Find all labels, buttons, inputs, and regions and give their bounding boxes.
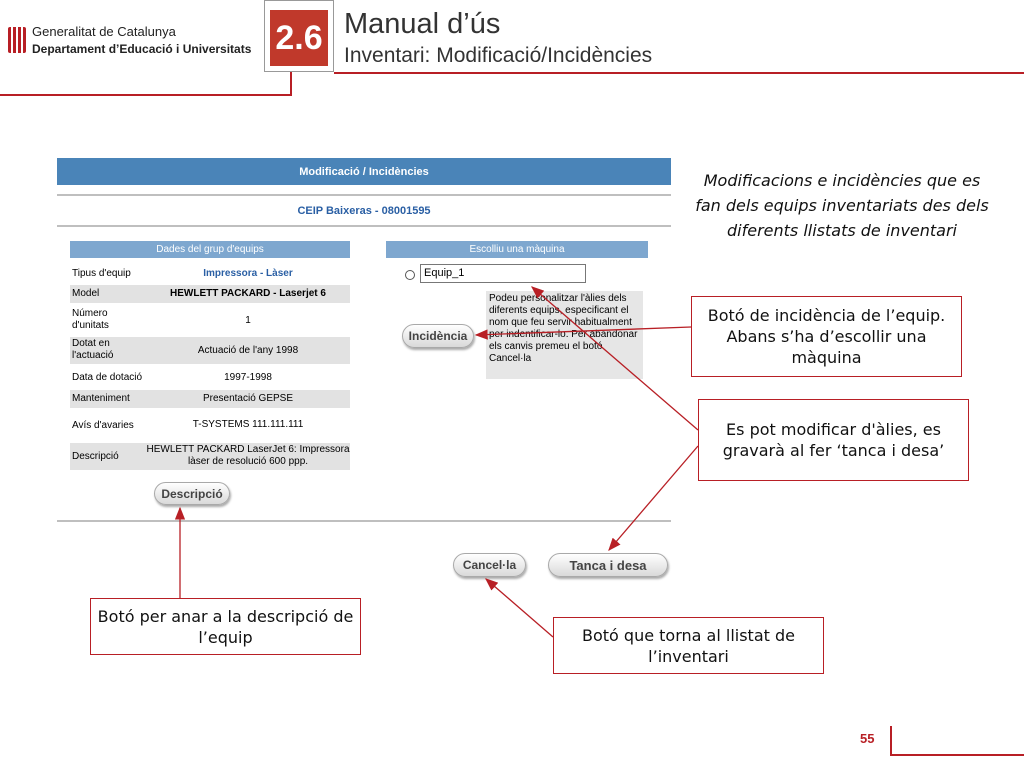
form-divider-school bbox=[57, 225, 671, 227]
arrow-to-cancel-button bbox=[485, 578, 554, 638]
alias-callout: Es pot modificar d'àlies, es gravarà al … bbox=[698, 399, 969, 481]
footer-divider-vertical bbox=[890, 726, 892, 756]
form-divider-bottom bbox=[57, 520, 671, 522]
table-row: Dotat en l'actuació Actuació de l'any 19… bbox=[70, 337, 350, 364]
org-name-line1: Generalitat de Catalunya bbox=[32, 24, 176, 39]
table-row: Data de dotació 1997-1998 bbox=[70, 368, 350, 386]
row-value: Presentació GEPSE bbox=[146, 390, 350, 408]
machine-select-header: Escolliu una màquina bbox=[386, 241, 648, 258]
header-divider bbox=[0, 94, 292, 96]
table-row: Tipus d'equip Impressora - Làser bbox=[70, 264, 350, 282]
cancel-callout: Botó que torna al llistat de l’inventari bbox=[553, 617, 824, 674]
cancel-button[interactable]: Cancel·la bbox=[453, 553, 526, 577]
save-close-button[interactable]: Tanca i desa bbox=[548, 553, 668, 577]
generalitat-logo-icon bbox=[8, 27, 26, 53]
row-label: Descripció bbox=[70, 443, 146, 470]
table-row: Avís d'avaries T-SYSTEMS 111.111.111 bbox=[70, 411, 350, 439]
incidence-callout: Botó de incidència de l’equip. Abans s’h… bbox=[691, 296, 962, 377]
page-number: 55 bbox=[860, 731, 875, 746]
row-label: Número d'unitats bbox=[72, 308, 109, 331]
form-divider-top bbox=[57, 194, 671, 196]
footer-divider bbox=[890, 754, 1024, 756]
row-value: 1 bbox=[245, 314, 251, 326]
table-row: Número d'unitats 1 bbox=[70, 306, 350, 334]
row-label: Avís d'avaries bbox=[72, 419, 134, 431]
row-label: Manteniment bbox=[70, 390, 146, 408]
row-value: T-SYSTEMS 111.111.111 bbox=[192, 419, 304, 430]
group-data-header: Dades del grup d'equips bbox=[70, 241, 350, 258]
machine-radio[interactable] bbox=[405, 270, 415, 280]
row-value: 1997-1998 bbox=[224, 371, 272, 383]
row-value: HEWLETT PACKARD - Laserjet 6 bbox=[146, 285, 350, 303]
table-row: Descripció HEWLETT PACKARD LaserJet 6: I… bbox=[70, 443, 350, 470]
arrow-to-save-button bbox=[608, 445, 699, 551]
incidence-button[interactable]: Incidència bbox=[402, 324, 474, 348]
row-value: HEWLETT PACKARD LaserJet 6: Impressora l… bbox=[146, 443, 350, 470]
description-button[interactable]: Descripció bbox=[154, 482, 230, 505]
title-divider bbox=[334, 72, 1024, 74]
table-row: Model HEWLETT PACKARD - Laserjet 6 bbox=[70, 285, 350, 303]
alias-input[interactable]: Equip_1 bbox=[420, 264, 586, 283]
school-name: CEIP Baixeras - 08001595 bbox=[297, 205, 431, 217]
arrow-to-alias-input bbox=[531, 286, 699, 431]
page-title: Manual d’ús bbox=[344, 8, 501, 40]
table-row: Manteniment Presentació GEPSE bbox=[70, 390, 350, 408]
intro-annotation: Modificacions e incidències que es fan d… bbox=[695, 171, 989, 240]
row-label: Dotat en l'actuació bbox=[70, 337, 146, 364]
row-value: Impressora - Làser bbox=[203, 267, 293, 279]
header-divider-vertical bbox=[290, 72, 292, 96]
row-label: Model bbox=[70, 285, 146, 303]
row-value: Actuació de l'any 1998 bbox=[146, 337, 350, 364]
row-label: Data de dotació bbox=[72, 371, 143, 383]
section-number: 2.6 bbox=[270, 10, 328, 66]
row-label: Tipus d'equip bbox=[72, 267, 131, 279]
org-name-line2: Departament d’Educació i Universitats bbox=[32, 42, 252, 56]
form-title-bar: Modificació / Incidències bbox=[57, 158, 671, 185]
page-subtitle: Inventari: Modificació/Incidències bbox=[344, 44, 653, 67]
description-callout: Botó per anar a la descripció de l’equip bbox=[90, 598, 361, 655]
